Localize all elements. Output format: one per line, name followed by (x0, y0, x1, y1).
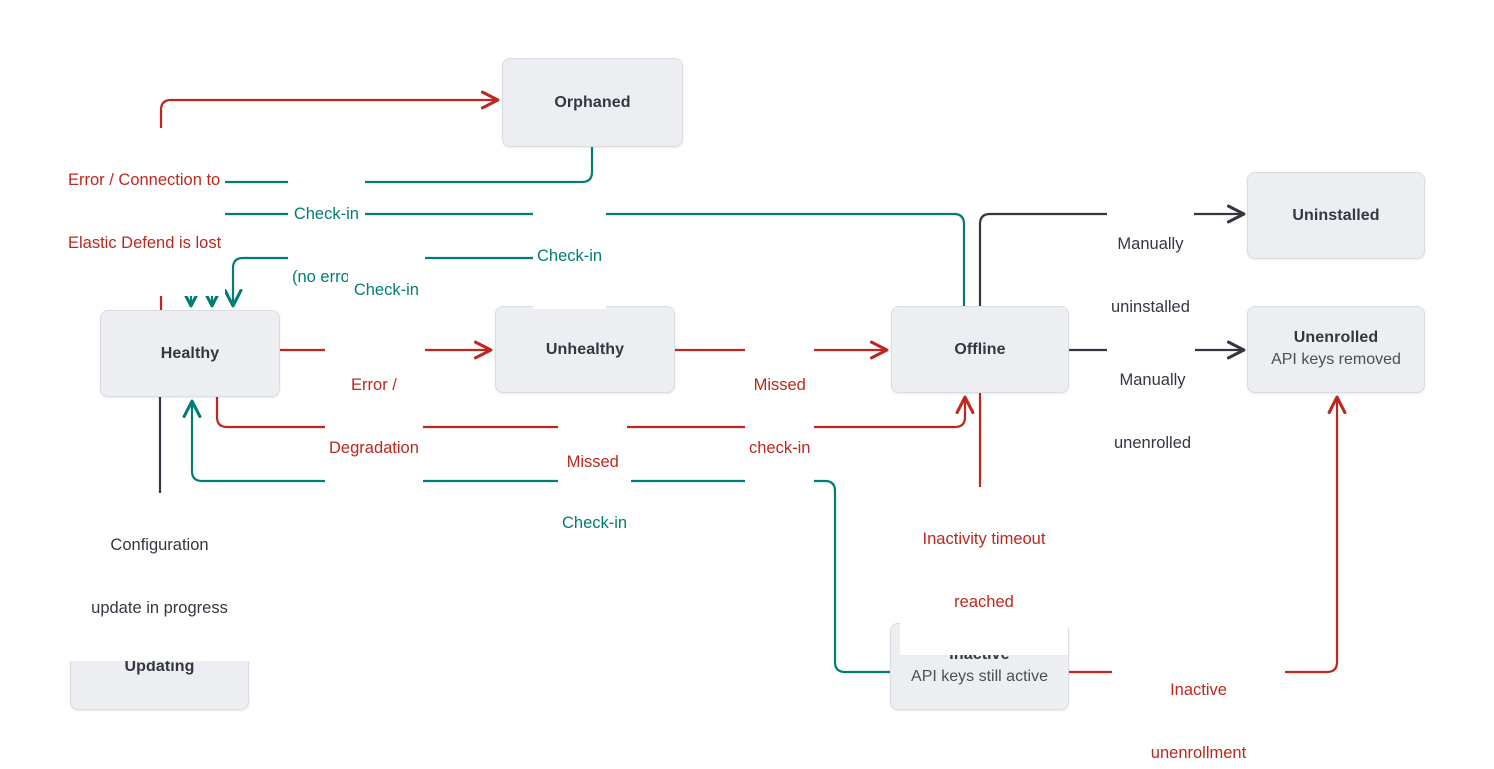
edge-label-inactivity-timeout: Inactivity timeout reached (900, 487, 1068, 655)
node-orphaned-title: Orphaned (554, 93, 631, 111)
node-orphaned[interactable]: Orphaned (502, 58, 683, 147)
edge-label-configuration-update: Configuration update in progress (68, 493, 251, 661)
node-unhealthy-title: Unhealthy (545, 340, 625, 358)
edge-inactive-to-unenrolled (1067, 398, 1337, 674)
edge-label-checkin-offline: Check-in (533, 204, 607, 309)
node-unenrolled-subtitle: API keys removed (1271, 351, 1401, 369)
node-inactive-subtitle: API keys still active (911, 668, 1048, 686)
node-unhealthy[interactable]: Unhealthy (495, 306, 675, 393)
edge-label-missed-checkin-unhealthy: Missed check-in (745, 333, 815, 501)
node-uninstalled-title: Uninstalled (1292, 206, 1380, 224)
edge-label-error-degradation: Error / Degradation (325, 333, 423, 501)
edge-label-manually-unenrolled: Manually unenrolled (1110, 328, 1196, 496)
node-healthy[interactable]: Healthy (100, 310, 280, 397)
node-uninstalled[interactable]: Uninstalled (1247, 172, 1425, 259)
node-offline[interactable]: Offline (891, 306, 1069, 393)
node-offline-title: Offline (954, 340, 1006, 358)
edge-label-inactive-unenrollment: Inactive unenrollment timeout reached (1112, 638, 1285, 769)
node-unenrolled-title: Unenrolled (1293, 329, 1379, 347)
edge-healthy-to-orphaned (159, 100, 497, 312)
edge-inactive-to-healthy (192, 402, 892, 674)
node-healthy-title: Healthy (160, 344, 220, 362)
edge-offline-to-uninstalled (978, 214, 1243, 308)
edge-label-checkin-inactive: Check-in (558, 471, 632, 576)
node-unenrolled[interactable]: Unenrolled API keys removed (1247, 306, 1425, 393)
edge-label-error-connection-lost: Error / Connection to Elastic Defend is … (64, 128, 226, 296)
node-updating-title: Updating (124, 657, 195, 675)
